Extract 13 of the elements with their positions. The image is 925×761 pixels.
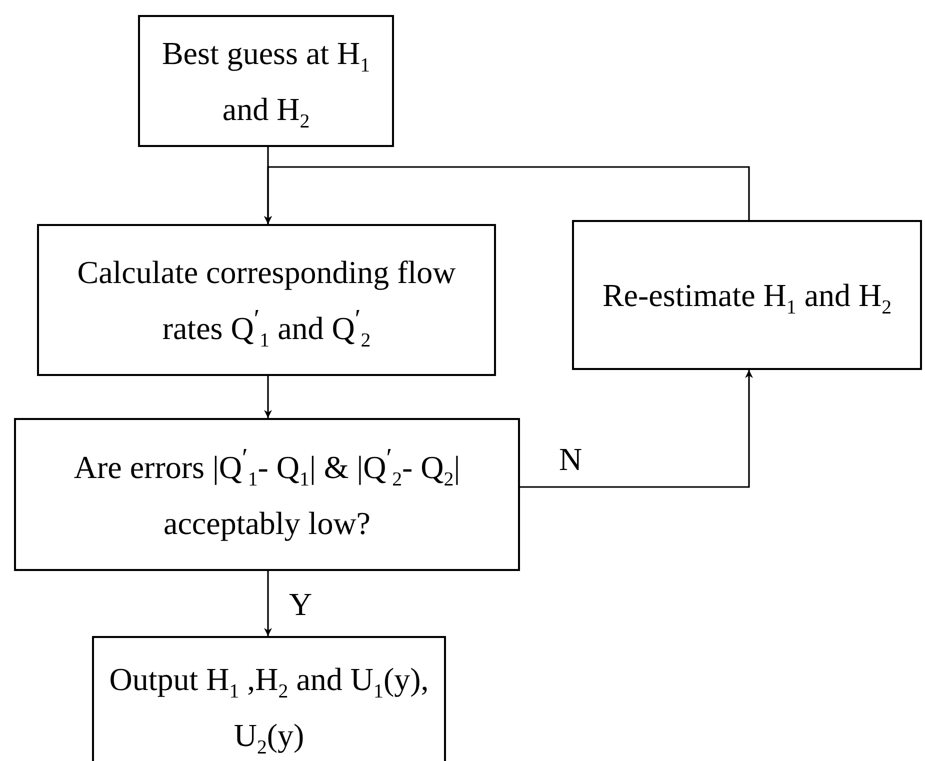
process-box — [138, 15, 394, 147]
process-box — [572, 220, 922, 370]
box-text: Best guess at H$_{1}$ and H$_{2}$ — [160, 34, 372, 134]
arrow — [520, 370, 753, 488]
box-text: Re-estimate H$_{1}$ and H$_{2}$ — [602, 276, 892, 320]
arrow — [264, 376, 272, 418]
process-box — [92, 636, 446, 761]
arrow — [264, 571, 272, 636]
box-text: Are errors |Q$^{′}$$_{1}$- Q$_{1}$| & |Q$^{′}$$_{2}$- Q$_{2}$| acceptably low? — [72, 440, 462, 543]
arrow — [264, 166, 750, 224]
process-box — [37, 224, 496, 376]
process-box — [14, 418, 520, 571]
box-text: Output H$_{1}$ ,H$_{2}$ and U$_{1}$(y), U$_{2}$(y) — [108, 660, 430, 760]
